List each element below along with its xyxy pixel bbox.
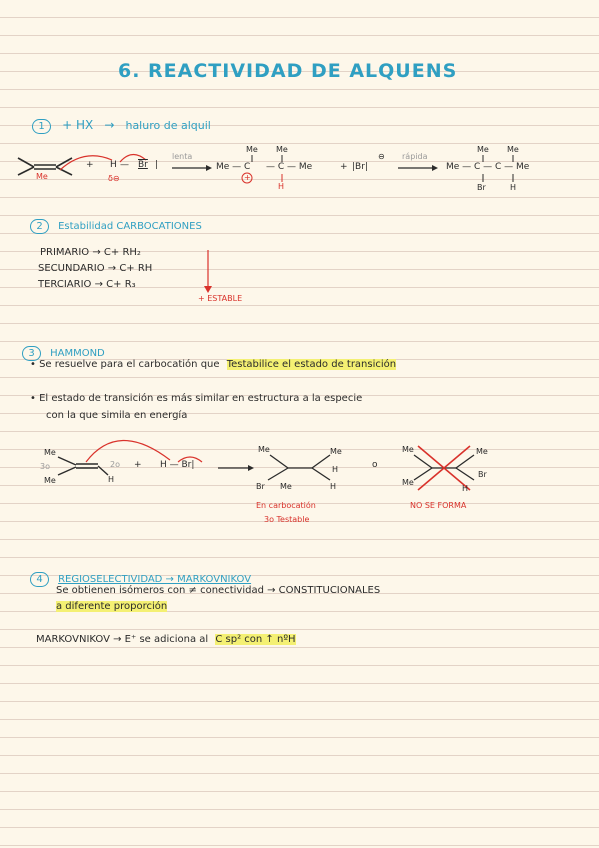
section-number: 4 <box>30 572 49 587</box>
section-4-header: 4 REGIOSELECTIVIDAD → MARKOVNIKOV <box>30 567 251 587</box>
product-h: H <box>510 183 517 192</box>
or-separator: o <box>372 460 378 470</box>
alkene-me-1: Me <box>44 448 56 457</box>
section-number: 1 <box>32 119 51 134</box>
bromide-charge: ⊖ <box>378 152 385 161</box>
section-number: 3 <box>22 346 41 361</box>
carbocation-charge: + <box>244 173 251 182</box>
product-me-top-1: Me <box>477 145 489 154</box>
hammond-bullet-2-line-1: • El estado de transición es más similar… <box>30 393 363 404</box>
alkene-h: H <box>108 475 115 484</box>
rejected-br: Br <box>478 470 487 479</box>
caption-no-form: NO SE FORMA <box>410 501 467 510</box>
bullet-1-text: • Se resuelve para el carbocatión que <box>30 359 220 370</box>
section-4-title: REGIOSELECTIVIDAD → MARKOVNIKOV <box>58 574 252 585</box>
product-chain: Me — C — C — Me <box>446 162 530 172</box>
intermediate-h-b: H <box>330 482 337 491</box>
label-slow: lenta <box>172 152 193 161</box>
bromide-ion: |Br| <box>352 162 368 172</box>
hbr-reagent: H — Br| <box>160 460 195 470</box>
section-3-header: 3 HAMMOND <box>22 341 105 361</box>
carbocation-h: H <box>278 182 285 191</box>
intermediate-me-b: Me <box>330 447 342 456</box>
caption-carbocation: En carbocatión <box>256 501 316 510</box>
bromine: Br <box>138 160 148 170</box>
hammond-bullet-1: • Se resuelve para el carbocatión que Te… <box>30 359 397 370</box>
intermediate-me-c: Me <box>280 482 292 491</box>
arrow: → <box>104 118 115 132</box>
carbocation-secondary: SECUNDARIO → C+ RH <box>38 263 153 274</box>
plus-sign: + <box>86 160 94 170</box>
intermediate-br: Br <box>256 482 265 491</box>
label-tertiary: 3o <box>40 462 50 471</box>
section-2-header: 2 Estabilidad CARBOCATIONES <box>30 214 202 234</box>
regio-line-2: a diferente proporción <box>56 601 168 612</box>
partial-negative: δ⊖ <box>108 174 120 183</box>
product-me-top-2: Me <box>507 145 519 154</box>
page-title: 6. REACTIVIDAD DE ALQUENS <box>118 60 458 82</box>
label-secondary: 2o <box>110 460 120 469</box>
intermediate-me-a: Me <box>258 445 270 454</box>
carbocation-me-top-1: Me <box>246 145 258 154</box>
rejected-me-f: Me <box>402 478 414 487</box>
carbocation-me-top-2: Me <box>276 145 288 154</box>
hydrogen: H <box>110 160 117 170</box>
reagent: + HX <box>62 118 94 132</box>
plus-sign-2: + <box>340 162 348 172</box>
markovnikov-text: MARKOVNIKOV → E⁺ se adiciona al <box>36 634 209 645</box>
markovnikov-highlight: C sp² con ↑ nºH <box>215 634 296 645</box>
carbocation-left: Me — C <box>216 162 251 172</box>
section-1-header: 1 + HX → haluro de alquil <box>32 114 211 134</box>
markovnikov-line: MARKOVNIKOV → E⁺ se adiciona al C sp² co… <box>36 634 296 645</box>
product-label: haluro de alquil <box>125 119 211 132</box>
label-fast: rápida <box>402 152 428 161</box>
alkene-me-label: Me <box>36 172 48 181</box>
stable-label: + ESTABLE <box>198 294 243 303</box>
section-2-title: Estabilidad CARBOCATIONES <box>58 221 202 232</box>
carbocation-right: — C — Me <box>266 162 313 172</box>
rejected-h: H <box>462 484 469 493</box>
plus-sign-3: + <box>134 460 142 470</box>
carbocation-tertiary: TERCIARIO → C+ R₃ <box>38 279 136 290</box>
section-number: 2 <box>30 219 49 234</box>
section-3-title: HAMMOND <box>50 348 105 359</box>
hammond-bullet-2-line-2: con la que simila en energía <box>46 410 188 421</box>
alkene-me-2: Me <box>44 476 56 485</box>
carbocation-primary: PRIMARIO → C+ RH₂ <box>40 247 141 258</box>
bullet-1-highlight: Testabilice el estado de transición <box>226 359 397 370</box>
regio-line-1: Se obtienen isómeros con ≠ conectividad … <box>56 585 381 596</box>
bond: — <box>120 160 129 170</box>
rejected-me-e: Me <box>476 447 488 456</box>
product-br: Br <box>477 183 486 192</box>
intermediate-h-a: H <box>332 465 339 474</box>
lone-pair-bar: | <box>155 160 159 170</box>
caption-stable: 3o Testable <box>264 515 310 524</box>
rejected-me-d: Me <box>402 445 414 454</box>
